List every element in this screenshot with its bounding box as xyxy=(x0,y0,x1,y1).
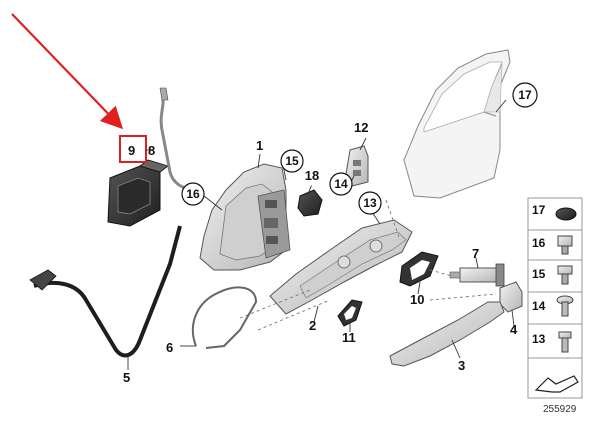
highlight-box xyxy=(119,135,147,163)
legend-label-13: 13 xyxy=(532,332,546,346)
legend-label-16: 16 xyxy=(532,236,546,250)
callout-11: 11 xyxy=(342,330,356,345)
callout-15: 15 xyxy=(285,154,299,168)
part-18-clip xyxy=(297,189,323,217)
callout-3: 3 xyxy=(458,358,465,373)
callout-12: 12 xyxy=(354,120,368,135)
callout-16: 16 xyxy=(186,187,200,201)
bolt-icon xyxy=(557,265,573,285)
callout-10: 10 xyxy=(410,292,424,307)
part-3-handle xyxy=(389,301,505,367)
screw-icon xyxy=(558,331,572,353)
callout-17: 17 xyxy=(518,88,532,102)
circled-callouts: 15 18 14 16 13 17 xyxy=(181,82,538,215)
callout-7: 7 xyxy=(472,246,479,261)
part-9-bracket xyxy=(107,159,169,227)
screw-icon xyxy=(556,295,574,317)
callout-18: 18 xyxy=(305,168,319,183)
part-4-cap xyxy=(499,281,523,313)
reference-number: 255929 xyxy=(543,404,577,415)
legend-label-14: 14 xyxy=(532,299,546,313)
part-8-rod xyxy=(159,92,187,190)
grommet-icon xyxy=(555,207,577,221)
part-1-lock xyxy=(199,163,291,271)
tool-icon xyxy=(534,375,579,393)
callout-4: 4 xyxy=(510,322,518,337)
callout-14: 14 xyxy=(334,177,348,191)
legend-label-17: 17 xyxy=(532,203,546,217)
part-5-cable xyxy=(29,225,182,358)
part-2-carrier xyxy=(269,219,413,315)
hardware-legend: 17 16 15 14 13 xyxy=(527,197,583,399)
dashed-leaders xyxy=(239,199,497,331)
callout-13: 13 xyxy=(363,196,377,210)
callout-8: 8 xyxy=(148,143,155,158)
clip-nut-icon xyxy=(557,235,573,255)
pointer-arrow xyxy=(11,13,124,130)
callout-1: 1 xyxy=(256,138,263,153)
part-6-cable xyxy=(191,286,258,349)
callout-6: 6 xyxy=(166,340,173,355)
legend-label-15: 15 xyxy=(532,267,546,281)
callout-2: 2 xyxy=(309,318,316,333)
callout-9: 9 xyxy=(128,143,135,158)
callout-5: 5 xyxy=(123,370,130,385)
part-17-door xyxy=(403,49,511,199)
part-7-cylinder xyxy=(449,263,505,287)
